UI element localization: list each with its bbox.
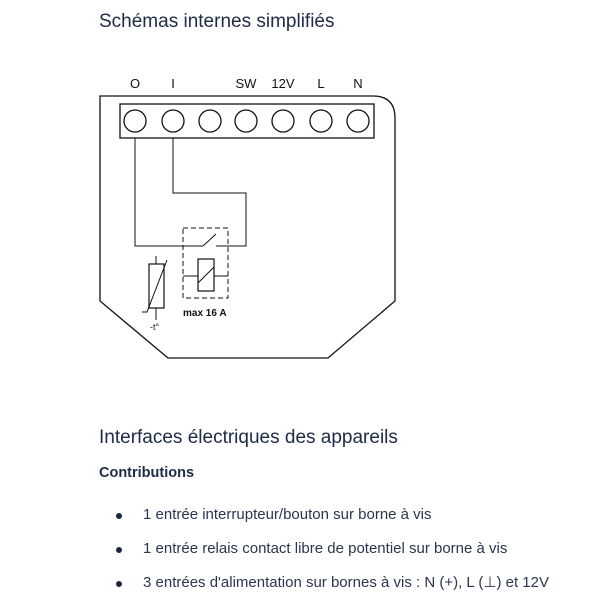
section-title-schematics: Schémas internes simplifiés <box>99 11 335 32</box>
relay-dashed-box <box>182 227 229 299</box>
internal-schematic-diagram: O I SW 12V L N max 16 A -t° <box>99 76 396 359</box>
wire-o <box>134 138 203 247</box>
list-item: 1 entrée relais contact libre de potenti… <box>113 540 549 557</box>
section-title-interfaces: Interfaces électriques des appareils <box>99 427 398 448</box>
thermistor-slope <box>142 259 168 313</box>
terminal-label-o: O <box>130 76 140 91</box>
list-item: 1 entrée interrupteur/bouton sur borne à… <box>113 506 549 523</box>
module-outline <box>99 95 396 359</box>
relay-contact-switch <box>202 233 217 247</box>
terminal-screw-i <box>161 109 185 133</box>
terminal-screw-o <box>123 109 147 133</box>
list-item: 3 entrées d'alimentation sur bornes à vi… <box>113 574 549 591</box>
terminal-screw-n <box>346 109 370 133</box>
terminal-screw-sw <box>234 109 258 133</box>
wire-i <box>172 138 247 247</box>
contributions-list: 1 entrée interrupteur/bouton sur borne à… <box>113 506 549 608</box>
terminal-label-12v: 12V <box>271 76 294 91</box>
thermistor-label: -t° <box>150 322 159 332</box>
terminal-screw-l <box>309 109 333 133</box>
terminal-label-l: L <box>317 76 324 91</box>
relay-rating-label: max 16 A <box>183 308 227 319</box>
terminal-label-sw: SW <box>236 76 258 91</box>
subheading-contributions: Contributions <box>99 465 195 481</box>
terminal-label-i: I <box>171 76 175 91</box>
terminal-label-n: N <box>353 76 362 91</box>
terminal-screw-12v <box>271 109 295 133</box>
relay-coil-diagonal <box>197 266 215 284</box>
terminal-screw-blank <box>198 109 222 133</box>
